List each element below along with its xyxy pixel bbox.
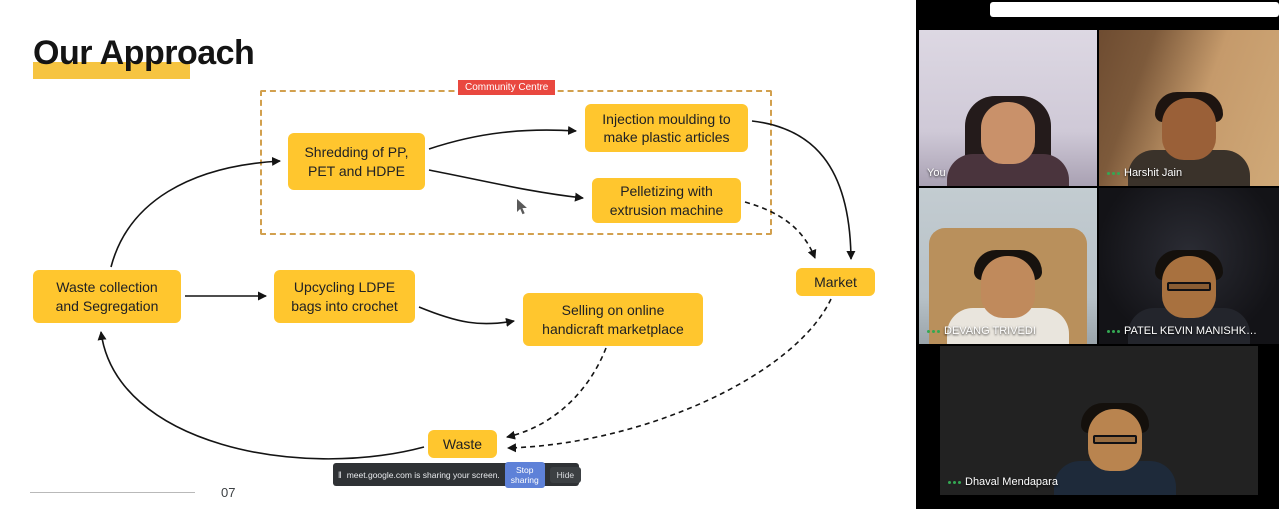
footer-line: [30, 492, 195, 493]
shared-presentation: Our Approach Community Centre Shredding …: [0, 0, 916, 509]
node-market: Market: [796, 268, 875, 296]
title-highlight: [33, 62, 190, 79]
participant-video: [1114, 92, 1264, 186]
node-waste-collection: Waste collection and Segregation: [33, 270, 181, 323]
audio-activity-icon: [927, 329, 940, 333]
page-number: 07: [221, 485, 236, 500]
slide-title: Our Approach: [33, 34, 255, 72]
participant-name: DEVANG TRIVEDI: [927, 325, 1036, 337]
participant-tile-dhaval[interactable]: Dhaval Mendapara: [940, 346, 1258, 495]
participant-tile-devang[interactable]: DEVANG TRIVEDI: [919, 188, 1097, 344]
top-input-bar[interactable]: [990, 2, 1279, 17]
node-injection-moulding: Injection moulding to make plastic artic…: [585, 104, 748, 152]
node-waste: Waste: [428, 430, 497, 458]
participant-tile-harshit[interactable]: Harshit Jain: [1099, 30, 1279, 186]
glasses: [1092, 435, 1137, 444]
node-upcycling: Upcycling LDPE bags into crochet: [274, 270, 415, 323]
screen-share-bar: ‖ meet.google.com is sharing your screen…: [333, 461, 582, 488]
participant-name: You: [927, 167, 946, 179]
node-selling: Selling on online handicraft marketplace: [523, 293, 703, 346]
audio-activity-icon: [1107, 329, 1120, 333]
participants-panel: You Harshit Jain DEVANG TRIVEDI PATEL KE: [916, 0, 1279, 509]
stop-sharing-button[interactable]: Stop sharing: [504, 461, 545, 488]
participant-tile-you[interactable]: You: [919, 30, 1097, 186]
audio-activity-icon: [948, 480, 961, 484]
participant-name: PATEL KEVIN MANISHK…: [1107, 325, 1257, 337]
node-pelletizing: Pelletizing with extrusion machine: [592, 178, 741, 223]
community-centre-label: Community Centre: [458, 80, 556, 95]
participant-video: [1030, 403, 1200, 495]
participant-name: Dhaval Mendapara: [948, 476, 1058, 488]
pause-icon[interactable]: ‖: [338, 469, 342, 480]
participant-video: [928, 96, 1088, 186]
node-shredding: Shredding of PP, PET and HDPE: [288, 133, 425, 190]
participant-video: [1114, 250, 1264, 344]
participant-video: [933, 250, 1083, 344]
participant-tile-kevin[interactable]: PATEL KEVIN MANISHK…: [1099, 188, 1279, 344]
glasses: [1167, 282, 1211, 291]
audio-activity-icon: [1107, 171, 1120, 175]
participant-name: Harshit Jain: [1107, 167, 1182, 179]
hide-button[interactable]: Hide: [549, 466, 582, 483]
share-message: meet.google.com is sharing your screen.: [346, 469, 500, 480]
